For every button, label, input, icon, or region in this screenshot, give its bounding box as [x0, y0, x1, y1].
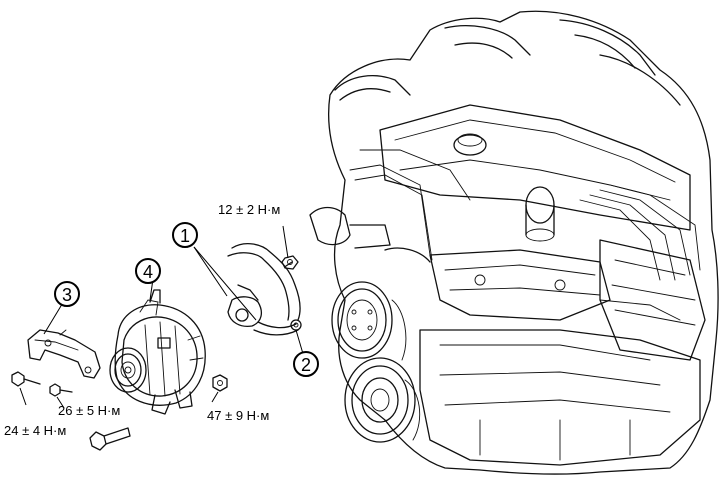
torque-label-bracket-nut: 12 ± 2 Н·м: [218, 202, 280, 217]
engine-drawing: [309, 10, 719, 475]
callout-3: 3: [54, 281, 80, 307]
leader-lines: [19, 225, 307, 409]
callout-2-number: 2: [301, 355, 311, 375]
long-through-bolt: [89, 427, 131, 451]
alternator: [109, 289, 206, 415]
bracket-bolt: [11, 371, 41, 387]
torque-label-alternator-bolt: 26 ± 5 Н·м: [58, 403, 120, 418]
callout-1-number: 1: [180, 226, 190, 246]
alternator-bolt: [49, 383, 73, 397]
harness-nut: [281, 255, 299, 270]
callout-3-number: 3: [62, 285, 72, 305]
wiring-harness: [227, 242, 301, 336]
callout-4: 4: [135, 258, 161, 284]
lower-nut: [212, 374, 228, 392]
callout-1: 1: [172, 222, 198, 248]
callout-2: 2: [293, 351, 319, 377]
alternator-bracket: [27, 329, 101, 379]
torque-label-lower-nut: 47 ± 9 Н·м: [207, 408, 269, 423]
torque-label-bracket-bolt: 24 ± 4 Н·м: [4, 423, 66, 438]
callout-4-number: 4: [143, 262, 153, 282]
